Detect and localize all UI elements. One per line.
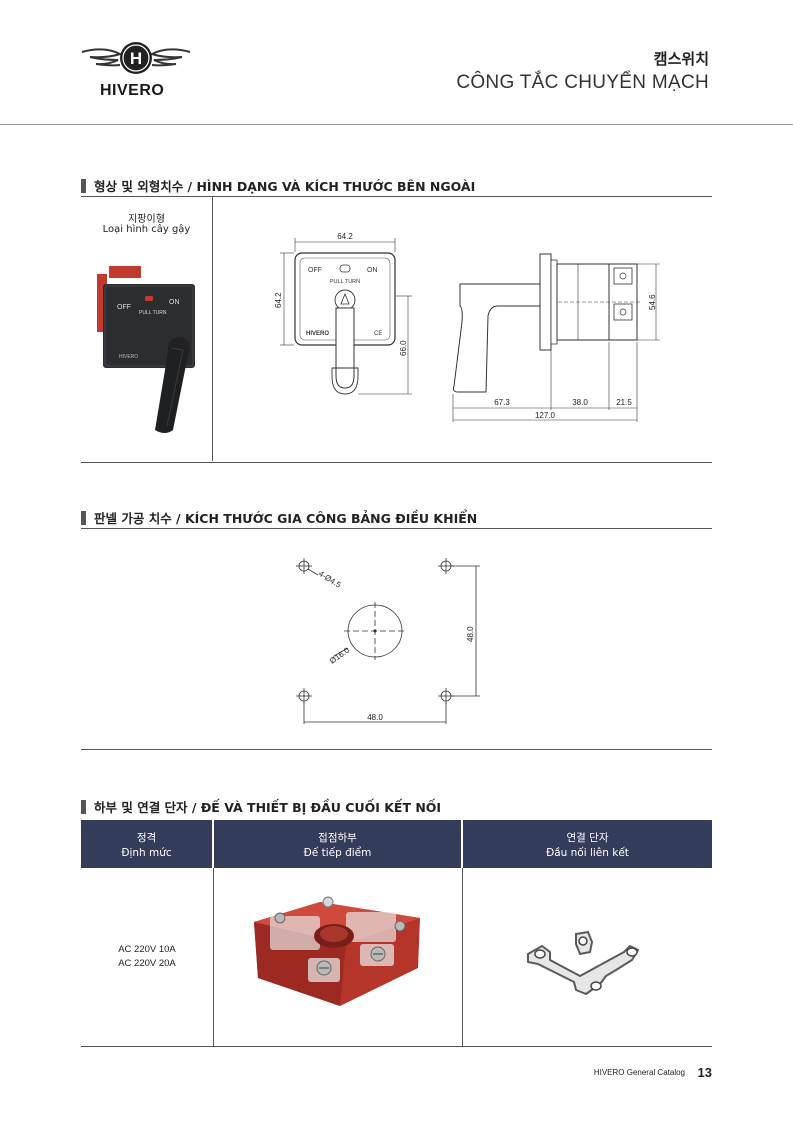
front-lever-dim: 66.0 bbox=[399, 340, 408, 356]
front-pull-label: PULL TURN bbox=[330, 279, 360, 285]
rating-value: AC 220V 20A bbox=[118, 958, 176, 969]
side-dim-a: 67.3 bbox=[494, 398, 510, 407]
svg-text:H: H bbox=[130, 49, 142, 68]
front-height-dim: 64.2 bbox=[274, 292, 283, 308]
section-marker bbox=[81, 511, 86, 525]
panel-horizontal-dim: 48.0 bbox=[367, 713, 383, 722]
page-title-vietnamese: CÔNG TẮC CHUYỂN MẠCH bbox=[456, 72, 709, 93]
table-column-divider bbox=[462, 868, 463, 1046]
winged-h-emblem-icon: H bbox=[81, 42, 191, 74]
side-dim-c: 21.5 bbox=[616, 398, 632, 407]
front-off-label: OFF bbox=[308, 267, 322, 274]
front-ce-mark: CE bbox=[374, 331, 382, 337]
dimensions-table bbox=[81, 196, 712, 463]
photo-pull-label: PULL TURN bbox=[139, 310, 167, 316]
hivero-logo: H bbox=[80, 38, 192, 102]
side-height-dim: 54.6 bbox=[648, 294, 657, 310]
side-dim-b: 38.0 bbox=[572, 398, 588, 407]
photo-brand-label: HIVERO bbox=[119, 354, 138, 360]
panel-cutout-area bbox=[81, 528, 712, 750]
front-view-drawing: 64.2 64.2 OFF ON PULL TURN HIVERO CE 66.… bbox=[274, 232, 412, 395]
switch-type-vietnamese: Loại hình cây gậy bbox=[102, 224, 191, 235]
contact-base-photo bbox=[254, 896, 420, 1006]
side-dim-total: 127.0 bbox=[535, 411, 556, 420]
photo-off-label: OFF bbox=[117, 304, 131, 311]
front-on-label: ON bbox=[367, 267, 378, 274]
front-brand-label: HIVERO bbox=[306, 331, 329, 337]
side-view-drawing: 54.6 67.3 38.0 21.5 127.0 bbox=[452, 253, 660, 422]
page-title-korean: 캠스위치 bbox=[653, 50, 709, 68]
switch-type-korean: 지팡이형 bbox=[128, 214, 165, 225]
photo-on-label: ON bbox=[169, 299, 180, 306]
header-divider bbox=[0, 124, 793, 125]
footer-catalog-name: HIVERO General Catalog bbox=[593, 1068, 685, 1077]
cam-switch-photo: OFF ON PULL TURN HIVERO bbox=[97, 266, 195, 433]
front-width-dim: 64.2 bbox=[337, 232, 353, 241]
rating-value: AC 220V 10A bbox=[118, 944, 176, 955]
panel-vertical-dim: 48.0 bbox=[466, 626, 475, 642]
panel-cutout-drawing: 4-Ø4.5 Ø16.0 48.0 48.0 bbox=[296, 558, 480, 724]
brand-name: HIVERO bbox=[100, 82, 165, 99]
section-heading-dimensions: 형상 및 외형치수 / HÌNH DẠNG VÀ KÍCH THƯỚC BÊN … bbox=[81, 176, 475, 195]
table-bottom-rule bbox=[81, 1046, 712, 1047]
table-column-divider bbox=[213, 868, 214, 1046]
page-number: 13 bbox=[697, 1065, 712, 1080]
section-heading-panel-cutout: 판넬 가공 치수 / KÍCH THƯỚC GIA CÔNG BẢNG ĐIỀU… bbox=[81, 508, 477, 527]
section-marker bbox=[81, 800, 86, 814]
section-marker bbox=[81, 179, 86, 193]
dimensions-table-divider bbox=[212, 196, 213, 461]
section-heading-base-terminal: 하부 및 연결 단자 / ĐẾ VÀ THIẾT BỊ ĐẦU CUỐI KẾT… bbox=[81, 797, 441, 816]
mounting-hole-label: 4-Ø4.5 bbox=[317, 569, 343, 590]
connector-terminal-photo bbox=[527, 930, 639, 995]
